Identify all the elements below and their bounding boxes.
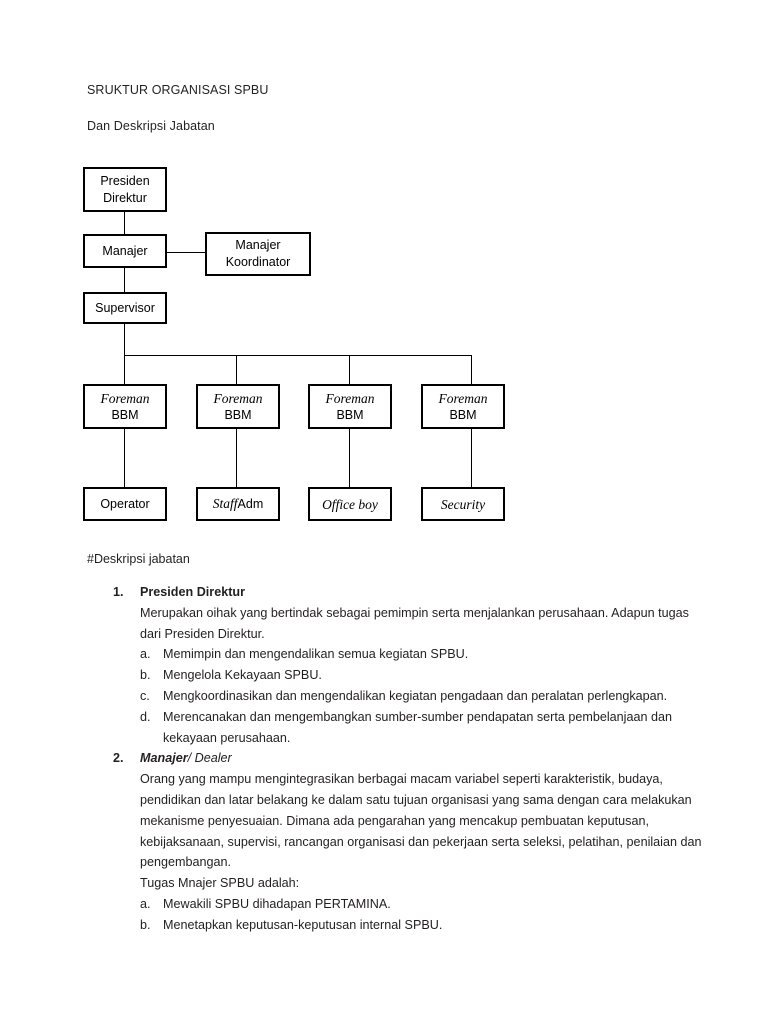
description-item-1-marker: 1. xyxy=(113,585,124,599)
connector-bus-to-foreman-4 xyxy=(471,355,473,385)
description-item-2-title-main: Manajer xyxy=(140,751,188,766)
connector-foreman-2-to-staff-adm xyxy=(236,428,238,487)
org-node-office-boy[interactable]: Office boy xyxy=(308,487,392,521)
org-node-foreman-2-line1: Foreman xyxy=(213,390,263,406)
connector-foreman-3-to-office-boy xyxy=(349,428,351,487)
description-item-1-sub-c-text: Mengkoordinasikan dan mengendalikan kegi… xyxy=(163,688,668,703)
connector-foreman-4-to-security xyxy=(471,428,473,487)
org-node-staff-adm[interactable]: StaffAdm xyxy=(196,487,280,521)
org-node-foreman-4-line1: Foreman xyxy=(438,390,488,406)
org-node-manajer-koordinator[interactable]: Manajer Koordinator xyxy=(205,232,311,276)
description-item-2-body2: Tugas Mnajer SPBU adalah: xyxy=(140,876,300,891)
page-subtitle: Dan Deskripsi Jabatan xyxy=(87,119,215,133)
description-item-1-title: Presiden Direktur xyxy=(140,585,245,599)
org-node-security[interactable]: Security xyxy=(421,487,505,521)
description-item-1-sub-b-marker: b. xyxy=(140,668,151,683)
description-item-1-sub-a-text: Memimpin dan mengendalikan semua kegiata… xyxy=(163,647,469,662)
connector-bus-to-foreman-1 xyxy=(124,355,126,385)
description-item-1-sub-d-text: Merencanakan dan mengembangkan sumber-su… xyxy=(163,709,672,745)
connector-bus-to-foreman-3 xyxy=(349,355,351,385)
description-item-2-sub-a-text: Mewakili SPBU dihadapan PERTAMINA. xyxy=(163,896,391,911)
description-item-2-sub-b-marker: b. xyxy=(140,917,151,932)
description-heading: #Deskripsi jabatan xyxy=(87,552,190,566)
description-item-2: 2. Manajer/ Dealer Orang yang mampu meng… xyxy=(0,748,768,935)
connector-supervisor-to-bus xyxy=(124,323,126,356)
description-item-2-title-separator: / xyxy=(187,751,195,766)
description-item-2-title-alt: Dealer xyxy=(194,751,232,766)
org-node-foreman-3[interactable]: Foreman BBM xyxy=(308,384,392,429)
description-item-1-sub-a: a. Memimpin dan mengendalikan semua kegi… xyxy=(140,644,702,665)
org-node-foreman-1-line2: BBM xyxy=(111,407,139,422)
connector-presiden-to-manajer xyxy=(124,212,126,236)
description-item-2-title: Manajer/ Dealer xyxy=(140,748,702,769)
description-item-2-body: Orang yang mampu mengintegrasikan berbag… xyxy=(140,772,702,870)
description-item-1-body: Merupakan oihak yang bertindak sebagai p… xyxy=(140,605,689,641)
connector-bus-to-foreman-2 xyxy=(236,355,238,385)
org-node-manajer[interactable]: Manajer xyxy=(83,234,167,268)
org-node-foreman-4-line2: BBM xyxy=(449,407,477,422)
description-list: 1. Presiden Direktur Merupakan oihak yan… xyxy=(0,582,768,936)
description-item-2-sub-a: a. Mewakili SPBU dihadapan PERTAMINA. xyxy=(140,894,702,915)
connector-foreman-1-to-operator xyxy=(124,428,126,487)
org-node-staff-adm-word2: Adm xyxy=(237,497,264,511)
description-item-1-sub-d: d. Merencanakan dan mengembangkan sumber… xyxy=(140,707,702,749)
org-node-foreman-3-line1: Foreman xyxy=(325,390,375,406)
org-node-security-label: Security xyxy=(440,496,486,512)
org-node-manajer-koordinator-line2: Koordinator xyxy=(225,255,291,269)
org-node-presiden-direktur-line2: Direktur xyxy=(103,190,147,205)
org-node-staff-adm-label: StaffAdm xyxy=(213,495,263,513)
org-node-foreman-1-line1: Foreman xyxy=(100,390,150,406)
description-item-2-sub-b: b. Menetapkan keputusan-keputusan intern… xyxy=(140,915,702,936)
org-node-foreman-2-line2: BBM xyxy=(224,407,252,422)
org-node-supervisor-label: Supervisor xyxy=(95,300,155,315)
description-item-2-sub-a-marker: a. xyxy=(140,896,151,911)
description-item-2-sub-b-text: Menetapkan keputusan-keputusan internal … xyxy=(163,917,443,932)
org-node-presiden-direktur[interactable]: Presiden Direktur xyxy=(83,167,167,212)
org-node-operator[interactable]: Operator xyxy=(83,487,167,521)
org-node-office-boy-label: Office boy xyxy=(322,496,378,512)
org-node-foreman-1[interactable]: Foreman BBM xyxy=(83,384,167,429)
description-item-1-sub-b: b. Mengelola Kekayaan SPBU. xyxy=(140,665,702,686)
description-item-2-marker: 2. xyxy=(113,751,124,766)
org-node-presiden-direktur-line1: Presiden xyxy=(100,173,150,188)
org-node-manajer-label: Manajer xyxy=(102,243,148,258)
org-node-foreman-4[interactable]: Foreman BBM xyxy=(421,384,505,429)
connector-manajer-to-supervisor xyxy=(124,267,126,293)
description-item-1-sub-c-marker: c. xyxy=(140,688,150,703)
description-item-1-sub-a-marker: a. xyxy=(140,647,151,662)
organization-chart: Presiden Direktur Manajer Manajer Koordi… xyxy=(83,167,505,521)
description-item-1-sub-b-text: Mengelola Kekayaan SPBU. xyxy=(163,668,322,683)
page-title: SRUKTUR ORGANISASI SPBU xyxy=(87,83,269,97)
org-node-foreman-2[interactable]: Foreman BBM xyxy=(196,384,280,429)
org-node-staff-adm-word1: Staff xyxy=(212,496,238,511)
org-node-foreman-3-line2: BBM xyxy=(336,407,364,422)
connector-manajer-to-koordinator xyxy=(166,252,206,254)
connector-foreman-bus xyxy=(124,355,472,357)
description-item-1-sub-d-marker: d. xyxy=(140,709,151,724)
org-node-manajer-koordinator-line1: Manajer xyxy=(235,238,281,252)
description-item-1-sub-c: c. Mengkoordinasikan dan mengendalikan k… xyxy=(140,686,702,707)
org-node-operator-label: Operator xyxy=(100,496,150,511)
org-node-supervisor[interactable]: Supervisor xyxy=(83,292,167,324)
description-item-1: 1. Presiden Direktur Merupakan oihak yan… xyxy=(0,582,768,748)
